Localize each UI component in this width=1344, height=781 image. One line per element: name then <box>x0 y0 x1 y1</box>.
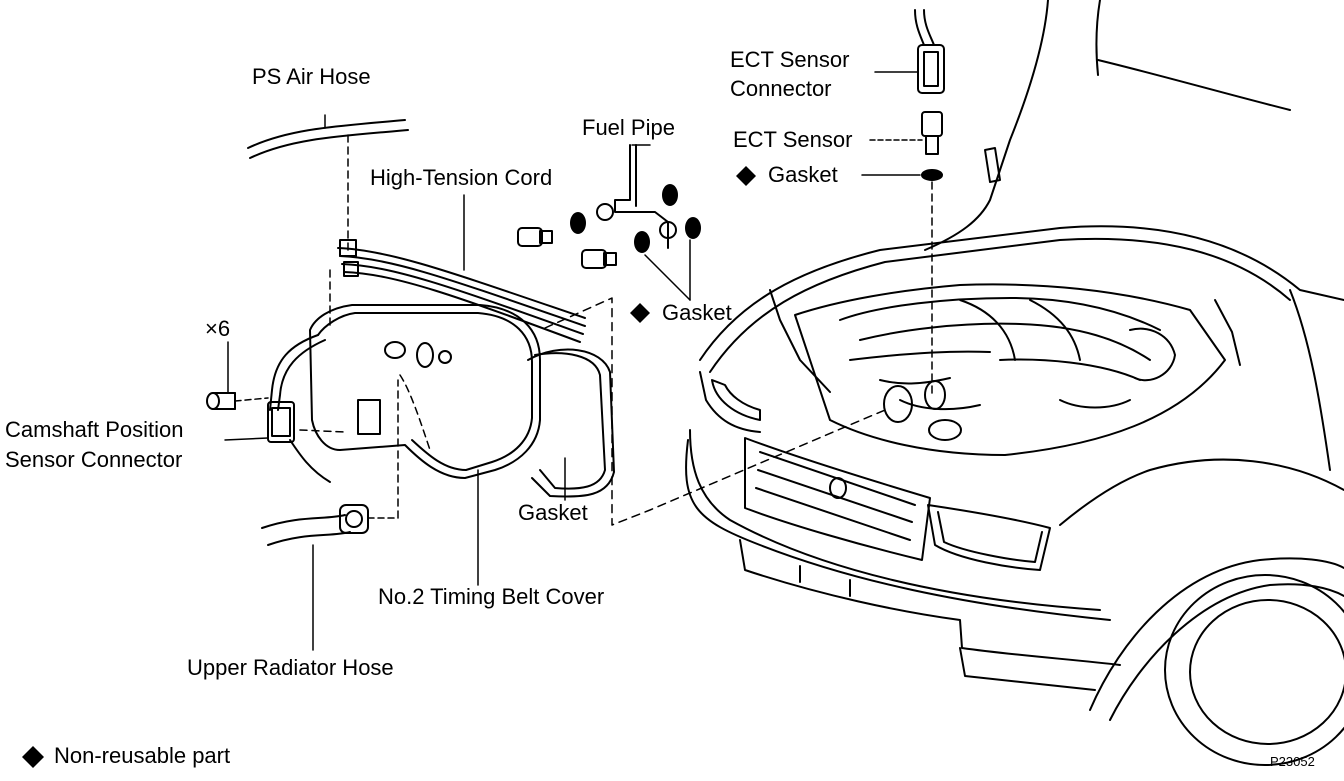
label-camshaft-line2: Sensor Connector <box>5 447 183 472</box>
upper-radiator-hose-drawing <box>261 379 399 651</box>
gasket-ect-drawing <box>861 169 943 396</box>
ect-sensor-drawing <box>869 111 943 155</box>
diamond-icon-gasket-ect <box>736 166 756 186</box>
label-gasket-fuel: Gasket <box>662 300 732 325</box>
ps-air-hose-drawing <box>247 114 409 256</box>
label-timing-belt-cover: No.2 Timing Belt Cover <box>378 584 605 609</box>
fuel-pipe-drawing <box>596 144 677 249</box>
vehicle-drawing <box>685 0 1344 766</box>
union-bolt-drawing <box>517 227 617 269</box>
figure-code: P23052 <box>1270 754 1315 769</box>
diamond-icon-gasket-fuel <box>630 303 650 323</box>
label-x6: ×6 <box>205 316 231 341</box>
label-high-tension-cord: High-Tension Cord <box>370 165 553 190</box>
legend-text: Non-reusable part <box>54 743 231 768</box>
label-ect-sensor-connector-line1: ECT Sensor <box>730 47 850 72</box>
timing-belt-cover-drawing <box>309 304 541 586</box>
installation-leader <box>544 297 886 526</box>
label-ps-air-hose: PS Air Hose <box>252 64 371 89</box>
label-ect-sensor: ECT Sensor <box>733 127 853 152</box>
label-upper-radiator-hose: Upper Radiator Hose <box>187 655 394 680</box>
label-gasket-cover: Gasket <box>518 500 588 525</box>
gasket-fuel-drawing <box>570 184 701 301</box>
label-gasket-ect: Gasket <box>768 162 838 187</box>
bolt-x6-drawing <box>206 341 269 410</box>
label-fuel-pipe: Fuel Pipe <box>582 115 675 140</box>
label-camshaft-line1: Camshaft Position <box>5 417 184 442</box>
camshaft-sensor-connector-drawing <box>224 269 346 483</box>
label-ect-sensor-connector-line2: Connector <box>730 76 832 101</box>
ect-sensor-connector-drawing <box>874 9 945 94</box>
high-tension-cord-drawing <box>337 194 586 343</box>
diamond-icon-legend <box>22 746 44 768</box>
